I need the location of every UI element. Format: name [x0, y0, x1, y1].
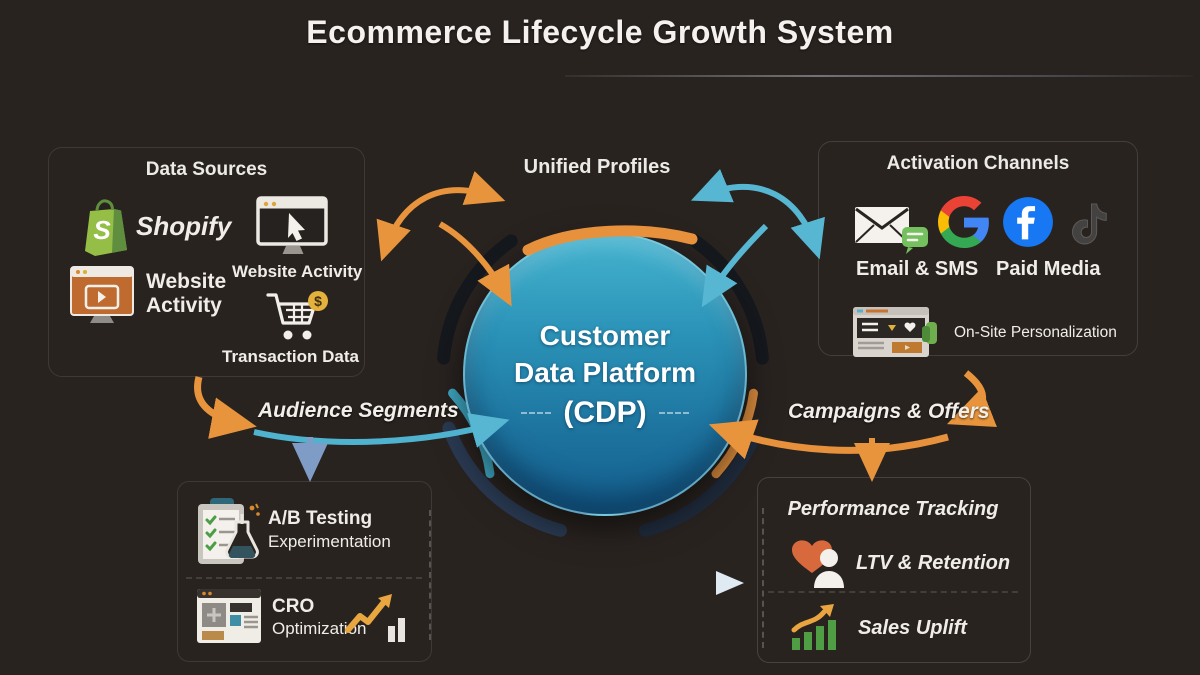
unified-profiles-label: Unified Profiles — [523, 156, 671, 178]
google-icon — [938, 196, 989, 248]
sales-uplift-icon — [791, 604, 836, 650]
arrow-unified-activation — [690, 169, 825, 260]
audience-segments-label: Audience Segments — [258, 399, 459, 422]
browser-activity-icon — [70, 266, 134, 323]
performance-box — [757, 477, 1031, 663]
website-activity-label: Website Activity — [146, 270, 227, 318]
sales-uplift-label: Sales Uplift — [858, 617, 967, 639]
website-activity-monitor-label: Website Activity — [232, 262, 363, 281]
ltv-retention-label: LTV & Retention — [856, 552, 1011, 574]
campaigns-offers-label: Campaigns & Offers — [788, 400, 990, 423]
cdp-left-dash — [521, 411, 552, 414]
cart-icon: $ — [266, 291, 328, 340]
monitor-cursor-icon — [256, 196, 328, 254]
page-title: Ecommerce Lifecycle Growth System — [306, 14, 894, 50]
personalization-icon — [853, 307, 937, 357]
data-sources-title: Data Sources — [145, 159, 268, 180]
email-sms-label: Email & SMS — [856, 258, 979, 280]
cro-label-2: Optimization — [272, 619, 367, 638]
svg-text:S: S — [93, 215, 111, 245]
ltv-icon — [792, 540, 844, 588]
arrow-campaigns-cdp — [708, 419, 949, 460]
shopify-icon: S — [85, 199, 127, 256]
title-underline — [565, 75, 1193, 77]
email-sms-icon — [855, 207, 928, 254]
ab-testing-label-1: A/B Testing — [268, 508, 373, 529]
arrow-datasources-audience — [194, 376, 257, 439]
arrow-datasources-unified — [376, 171, 506, 262]
cdp-line-3: (CDP) — [563, 395, 647, 429]
onsite-personalization-label: On-Site Personalization — [954, 324, 1117, 341]
facebook-icon — [1003, 197, 1053, 247]
trend-icon — [345, 594, 405, 642]
cdp-right-dash — [658, 411, 689, 414]
shopify-label: Shopify — [136, 211, 232, 241]
arrow-audience-cdp — [253, 413, 510, 448]
performance-tracking-title: Performance Tracking — [787, 498, 999, 520]
cdp-circle: Customer Data Platform (CDP) — [463, 232, 747, 516]
transaction-data-label: Transaction Data — [222, 347, 359, 366]
cdp-line-2: Data Platform — [513, 357, 697, 388]
cro-label-1: CRO — [272, 596, 315, 617]
activation-channels-title: Activation Channels — [886, 153, 1070, 174]
ab-testing-icon — [198, 498, 260, 564]
cdp-line-1: Customer — [539, 320, 671, 352]
svg-text:$: $ — [314, 293, 322, 309]
paid-media-label: Paid Media — [996, 258, 1101, 280]
cro-icon — [197, 589, 261, 643]
testing-divider — [186, 577, 422, 579]
performance-divider — [768, 591, 1018, 593]
tiktok-icon — [1072, 203, 1107, 245]
testing-box-dashed-edge — [429, 510, 431, 640]
ab-testing-label-2: Experimentation — [268, 532, 391, 551]
performance-box-dashed-edge — [762, 508, 764, 648]
